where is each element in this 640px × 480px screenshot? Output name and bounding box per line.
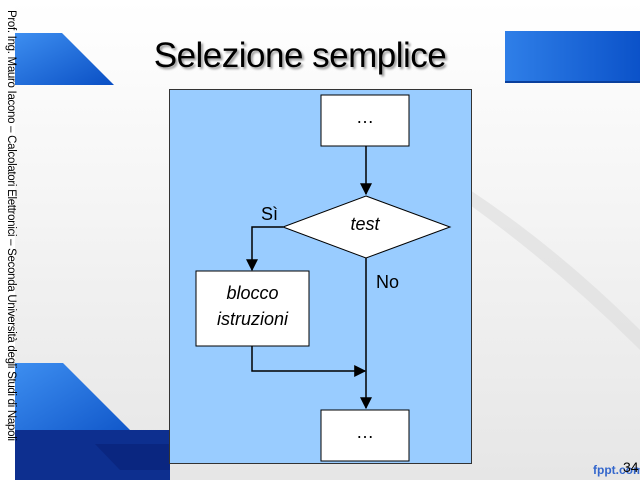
yes-label: Sì — [261, 204, 279, 224]
flowchart-panel: … test Sì No blocco istruzioni … — [169, 89, 472, 464]
decision-text: test — [350, 214, 380, 234]
top-process-box — [320, 94, 410, 147]
bottom-process-box — [320, 409, 410, 462]
block-box — [195, 270, 310, 347]
top-left-ribbon — [15, 33, 114, 85]
block-text-line1: blocco — [226, 283, 279, 303]
top-box-text: … — [356, 107, 374, 127]
arrow-yes-branch — [246, 226, 283, 272]
bottom-left-ribbon — [15, 363, 144, 444]
fppt-logo: fppt.com — [593, 463, 640, 477]
light-swoosh — [470, 190, 640, 350]
arrow-block-to-merge — [251, 346, 367, 377]
no-label: No — [376, 272, 400, 292]
top-right-bar — [505, 31, 640, 82]
side-author-text: Prof. Ing. Mauro Iacono – Calcolatori El… — [5, 10, 17, 441]
page-number: 34 — [623, 459, 639, 475]
block-text-line2: istruzioni — [216, 309, 289, 329]
flowchart-svg — [195, 94, 452, 462]
slide-title: Selezione semplice — [153, 36, 447, 75]
bottom-box-text: … — [356, 422, 374, 442]
